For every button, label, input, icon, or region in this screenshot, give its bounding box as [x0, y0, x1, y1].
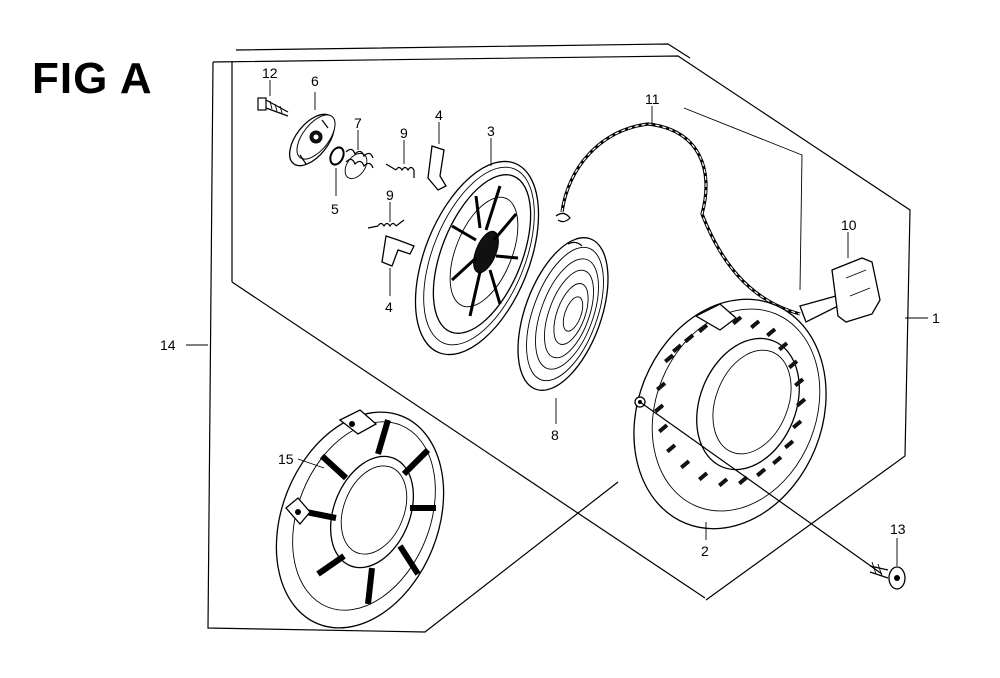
part-10-starter-grip — [799, 257, 881, 323]
part-labels: 12 6 7 5 9 9 4 4 3 8 11 10 1 14 2 15 13 — [160, 65, 940, 559]
label-part-12: 12 — [262, 65, 278, 81]
part-13-flange-bolt — [639, 401, 906, 590]
label-part-3: 3 — [487, 123, 495, 139]
label-part-1: 1 — [932, 310, 940, 326]
label-part-9-upper: 9 — [400, 125, 408, 141]
label-part-4-upper: 4 — [435, 107, 443, 123]
part-6-ratchet-guide — [288, 113, 336, 167]
part-2-starter-case — [633, 298, 827, 530]
part-5-washer — [329, 146, 345, 166]
label-part-14: 14 — [160, 337, 176, 353]
part-15-fan-cover — [275, 409, 445, 629]
part-9-return-spring-upper — [385, 163, 415, 178]
label-part-8: 8 — [551, 427, 559, 443]
label-part-11: 11 — [645, 91, 660, 107]
part-11-starter-rope — [555, 122, 801, 316]
label-part-7: 7 — [354, 115, 362, 131]
assembly-1-outline — [231, 43, 803, 599]
part-8-recoil-spring — [517, 237, 609, 391]
label-part-5: 5 — [331, 201, 339, 217]
label-part-2: 2 — [701, 543, 709, 559]
label-part-6: 6 — [311, 73, 319, 89]
part-9-return-spring-lower — [367, 219, 405, 229]
label-part-10: 10 — [841, 217, 857, 233]
part-12-setting-screw — [257, 97, 289, 117]
figure-title: FIG A — [32, 54, 153, 103]
label-part-4-lower: 4 — [385, 299, 393, 315]
part-3-reel — [414, 160, 540, 356]
label-part-15: 15 — [278, 451, 294, 467]
label-part-13: 13 — [890, 521, 906, 537]
part-4-ratchet-lower — [381, 235, 415, 267]
part-4-ratchet-upper — [427, 145, 447, 191]
label-part-9-lower: 9 — [386, 187, 394, 203]
part-7-friction-spring — [344, 148, 374, 180]
assembly-14-outline — [207, 55, 911, 633]
leader-lines — [186, 80, 928, 566]
